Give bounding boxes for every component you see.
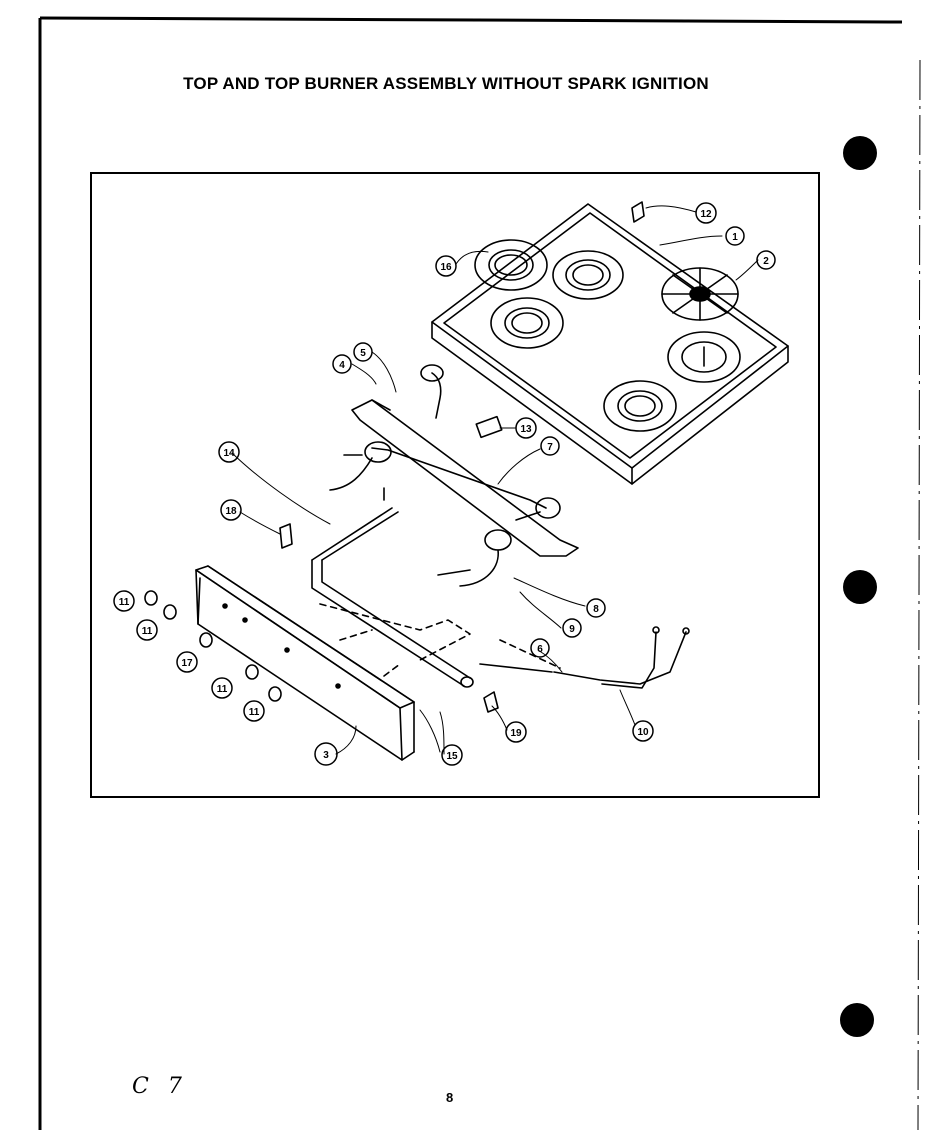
svg-text:10: 10 [637,727,649,738]
svg-text:18: 18 [225,506,237,517]
svg-text:17: 17 [181,658,193,669]
callout-4: 4 [332,354,352,374]
svg-text:7: 7 [547,442,553,453]
knobs [144,590,282,702]
svg-text:16: 16 [440,262,452,273]
svg-text:11: 11 [119,597,130,608]
svg-text:12: 12 [700,209,712,220]
callout-3: 3 [314,742,338,766]
callout-6: 6 [530,638,550,658]
callout-11a: 11 [113,590,135,612]
callout-19: 19 [505,721,527,743]
svg-text:3: 3 [323,750,329,761]
callout-10: 10 [632,720,654,742]
svg-text:2: 2 [763,256,769,267]
assembly-guide-lines [319,603,561,677]
burner-ring-front-left [490,297,564,349]
callout-15: 15 [441,744,463,766]
binder-hole-bottom [840,1003,874,1037]
callout-18: 18 [220,499,242,521]
cooktop [431,203,789,485]
burner-ring-back-left [474,239,548,291]
bracket-part-19 [483,691,499,713]
valve-part-13 [475,415,503,439]
callout-9: 9 [562,618,582,638]
bracket-part-12 [631,201,645,223]
svg-text:8: 8 [593,604,599,615]
svg-text:19: 19 [510,728,522,739]
leader-lines [231,205,759,755]
callouts: 1 2 3 4 5 6 7 8 9 10 11 11 11 11 12 13 1… [113,202,776,766]
diagram-frame [90,172,820,798]
svg-text:4: 4 [339,360,345,371]
callout-8: 8 [586,598,606,618]
bracket-part-18 [279,523,293,549]
callout-11c: 11 [211,677,233,699]
callout-1: 1 [725,226,745,246]
callout-17: 17 [176,651,198,673]
callout-11d: 11 [243,700,265,722]
burner-tubes-upper [329,364,579,587]
grate [661,267,739,321]
svg-text:1: 1 [732,232,738,243]
supply-line [479,626,690,689]
burner-ring-front-right [603,380,677,432]
page-top-edge [39,16,903,24]
burner-ring-back-right [552,250,624,300]
manifold-pipe [311,507,474,688]
svg-text:14: 14 [223,448,235,459]
callout-12: 12 [695,202,717,224]
callout-16: 16 [435,255,457,277]
svg-text:13: 13 [520,424,532,435]
svg-text:15: 15 [446,751,458,762]
svg-text:9: 9 [569,624,575,635]
svg-text:6: 6 [537,644,543,655]
callout-2: 2 [756,250,776,270]
svg-text:11: 11 [249,707,260,718]
exploded-view [144,201,789,761]
burner-ring-right [667,331,741,383]
callout-7: 7 [540,436,560,456]
control-panel [195,565,415,761]
callout-5: 5 [353,342,373,362]
svg-text:5: 5 [360,348,366,359]
binder-hole-middle [843,570,877,604]
callout-14: 14 [218,441,240,463]
svg-text:11: 11 [142,626,153,637]
callout-11b: 11 [136,619,158,641]
handwritten-note: C 7 [132,1074,188,1099]
page-number: 8 [446,1090,454,1105]
svg-text:11: 11 [217,684,228,695]
page-title: TOP AND TOP BURNER ASSEMBLY WITHOUT SPAR… [183,74,709,93]
binder-hole-top [843,136,877,170]
page-right-edge [917,59,921,1130]
callout-13: 13 [515,417,537,439]
